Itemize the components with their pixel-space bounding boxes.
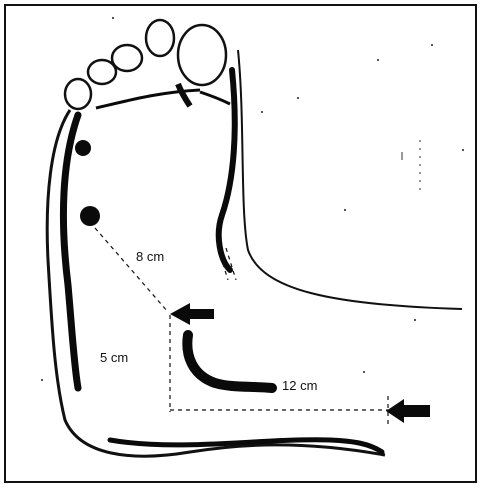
second-toe (146, 20, 174, 56)
heel-wound-streak (187, 335, 272, 388)
little-toe (65, 79, 91, 109)
measure-line-8cm (95, 228, 168, 312)
big-toe (178, 25, 226, 85)
fourth-toe (88, 60, 116, 84)
arrow-left-icon (386, 399, 430, 423)
ankle-outline (238, 50, 462, 309)
sole-outline (47, 110, 385, 456)
label-12cm: 12 cm (282, 378, 317, 393)
sole-inner-contour (63, 115, 78, 388)
label-8cm: 8 cm (136, 249, 164, 264)
lesion-dot-2 (80, 206, 100, 226)
arrow-left-icon (170, 303, 214, 325)
third-toe (112, 45, 142, 71)
lesion-dot-1 (75, 140, 91, 156)
forefoot-details (96, 84, 230, 108)
label-5cm: 5 cm (100, 350, 128, 365)
